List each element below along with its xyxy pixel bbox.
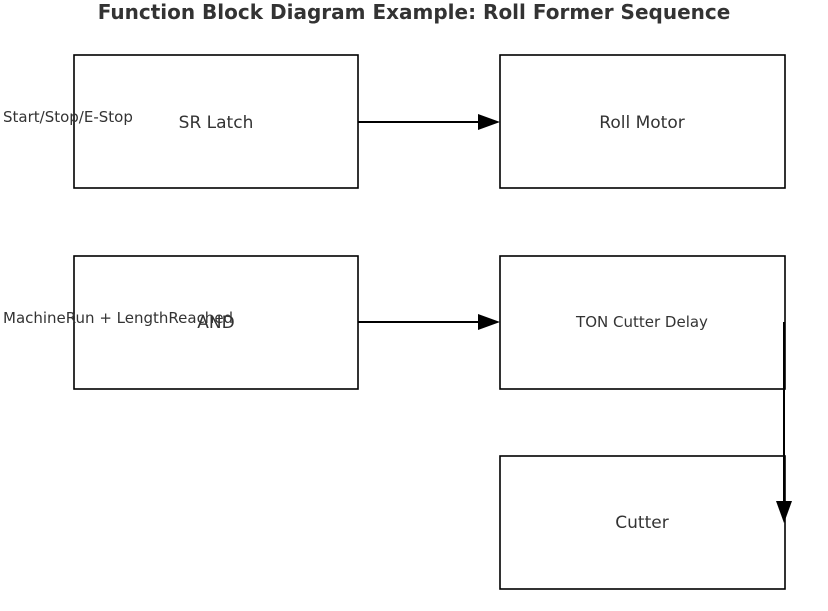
- block-label-and: AND: [197, 313, 234, 333]
- input-label-start-stop-estop: Start/Stop/E-Stop: [3, 108, 133, 126]
- block-label-roll-motor: Roll Motor: [599, 113, 684, 133]
- arrow-head: [478, 314, 500, 330]
- input-label-machinerun-lengthreached: MachineRun + LengthReached: [3, 309, 233, 327]
- diagram-title: Function Block Diagram Example: Roll For…: [97, 0, 731, 24]
- connection-and-to-ton-cutter-delay: [358, 314, 500, 330]
- block-label-cutter: Cutter: [615, 513, 668, 533]
- block-label-ton-cutter-delay: TON Cutter Delay: [575, 313, 708, 331]
- block-label-sr-latch: SR Latch: [179, 113, 254, 133]
- arrow-head: [776, 501, 792, 523]
- block-sr-latch: SR Latch: [73, 54, 359, 189]
- connection-ton-cutter-delay-to-cutter: [776, 322, 792, 523]
- connection-sr-latch-to-roll-motor: [358, 114, 500, 130]
- block-and: AND: [73, 255, 359, 390]
- block-cutter: Cutter: [499, 455, 786, 590]
- arrow-head: [478, 114, 500, 130]
- block-ton-cutter-delay: TON Cutter Delay: [499, 255, 786, 390]
- block-roll-motor: Roll Motor: [499, 54, 786, 189]
